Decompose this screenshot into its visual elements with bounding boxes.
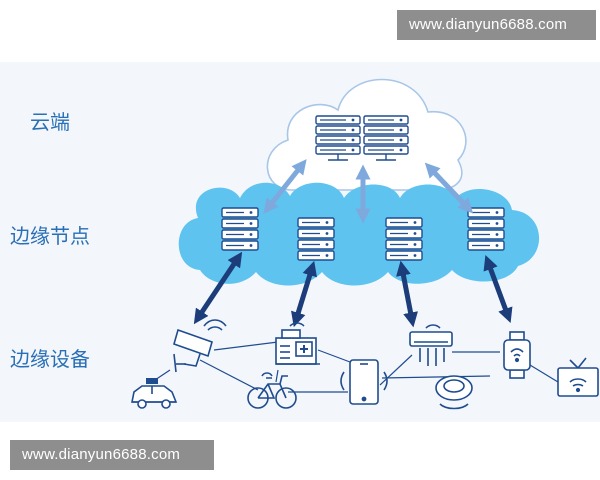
- hospital-building-icon: [275, 322, 320, 365]
- edge-device-arrow-2: [291, 260, 317, 328]
- watermark-bottom: www.dianyun6688.com: [10, 440, 214, 470]
- bicycle-icon: [247, 372, 297, 409]
- taxi-icon: [131, 378, 178, 409]
- label-cloud-layer: 云端: [30, 110, 70, 134]
- robot-vacuum-icon: [435, 375, 473, 410]
- cloud-edge-arrow-1: [263, 159, 307, 214]
- edge-device-arrow-3: [396, 260, 418, 328]
- label-edge-device-layer: 边缘设备: [10, 347, 90, 371]
- edge-device-arrow-1: [193, 251, 243, 325]
- watermark-top: www.dianyun6688.com: [397, 10, 596, 40]
- cloud-edge-arrow-3: [424, 162, 474, 214]
- security-camera-icon: [173, 319, 227, 373]
- air-conditioner-icon: [409, 324, 453, 366]
- cloud-shape: [266, 78, 467, 192]
- label-edge-node-layer: 边缘节点: [10, 224, 90, 248]
- smartphone-icon: [340, 359, 388, 405]
- edge-device-arrow-4: [483, 254, 513, 324]
- smartwatch-icon: [503, 331, 531, 379]
- smart-tv-icon: [557, 357, 599, 397]
